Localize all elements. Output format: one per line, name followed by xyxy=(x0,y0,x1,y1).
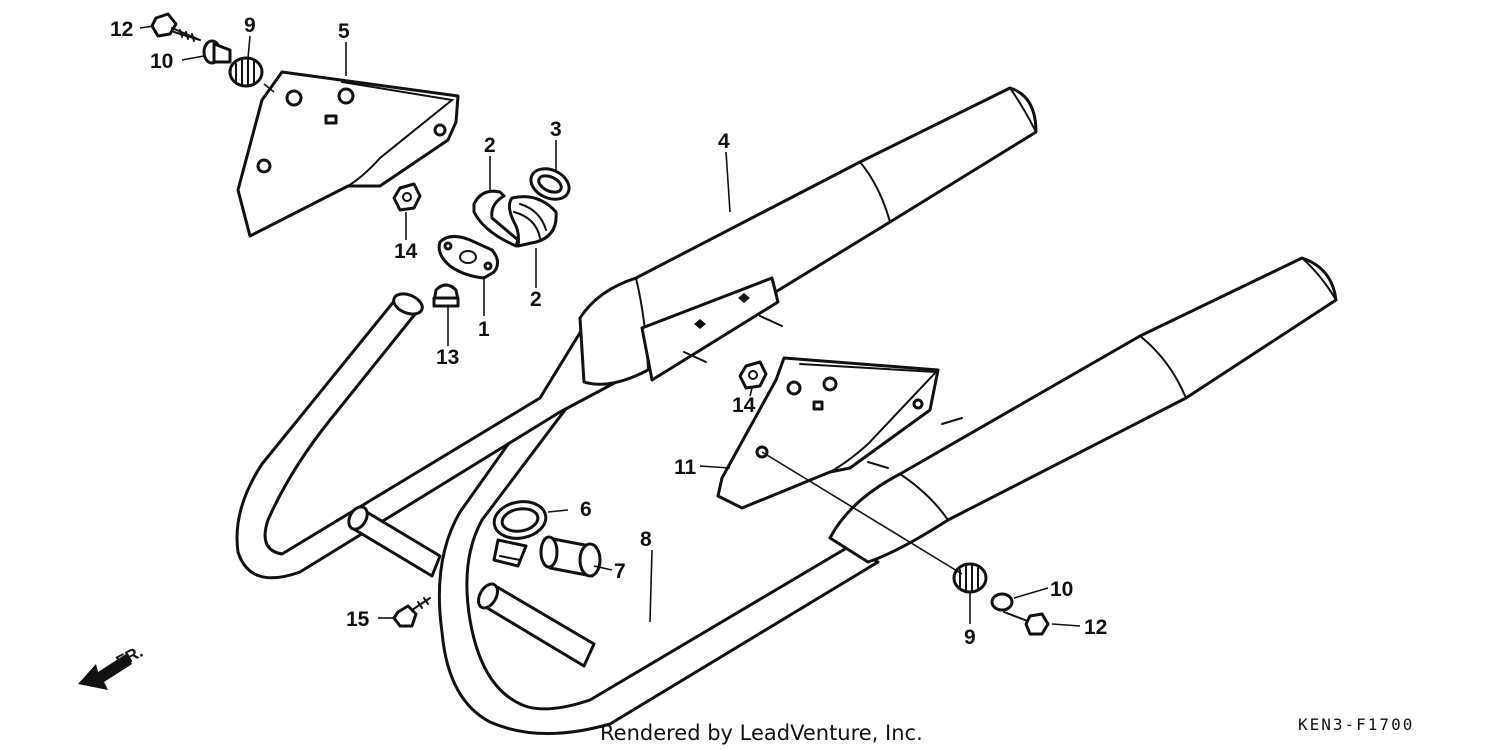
collar-2-lower[interactable] xyxy=(507,195,558,248)
bolt-15[interactable] xyxy=(392,597,431,628)
gasket-1[interactable] xyxy=(437,235,499,280)
callout-14-lower: 14 xyxy=(732,394,756,417)
callout-13: 13 xyxy=(436,346,459,369)
muffler-4-mount-bracket xyxy=(640,276,783,382)
nut-14-upper[interactable] xyxy=(392,182,422,212)
collar-10-lower[interactable] xyxy=(990,592,1014,612)
protector-5[interactable] xyxy=(236,70,460,238)
leader-lines xyxy=(139,25,1081,627)
front-direction-arrow: FR. xyxy=(78,642,146,690)
bolt-12-upper[interactable] xyxy=(150,12,201,42)
collar-2-upper[interactable] xyxy=(472,189,520,248)
callout-10-lower: 10 xyxy=(1050,578,1073,601)
lower-muffler-studs xyxy=(867,417,963,469)
callout-7: 7 xyxy=(614,560,626,583)
callout-4: 4 xyxy=(718,130,730,153)
callout-6: 6 xyxy=(580,498,592,521)
callout-12-lower: 12 xyxy=(1084,616,1107,639)
callout-10-upper: 10 xyxy=(150,50,173,73)
callout-11: 11 xyxy=(674,456,697,479)
callout-1: 1 xyxy=(478,318,490,341)
callout-12-upper: 12 xyxy=(110,18,133,41)
grommet-9-lower[interactable] xyxy=(952,562,988,594)
sleeve-7[interactable] xyxy=(539,535,602,578)
clamp-6[interactable] xyxy=(491,498,548,568)
callout-2-lower: 2 xyxy=(530,288,542,311)
callout-3: 3 xyxy=(550,118,562,141)
cross-pipe xyxy=(347,505,596,668)
callout-2-upper: 2 xyxy=(484,134,496,157)
protector-11[interactable] xyxy=(716,356,940,510)
callout-15: 15 xyxy=(346,608,370,631)
exhaust-pipe-front[interactable] xyxy=(235,290,622,580)
diagram-code: KEN3-F1700 xyxy=(1298,715,1414,734)
callout-8: 8 xyxy=(640,528,652,551)
callout-9-lower: 9 xyxy=(964,626,976,649)
cap-nut-13[interactable] xyxy=(432,283,460,308)
collar-10-upper[interactable] xyxy=(202,39,232,65)
footer-credit: Rendered by LeadVenture, Inc. xyxy=(600,721,923,745)
gasket-3[interactable] xyxy=(526,163,574,205)
callout-5: 5 xyxy=(338,20,350,43)
callout-9-upper: 9 xyxy=(244,14,256,37)
lower-muffler[interactable] xyxy=(828,256,1338,564)
bolt-12-lower[interactable] xyxy=(1003,611,1050,636)
callout-14-upper: 14 xyxy=(394,240,418,263)
grommet-9-upper[interactable] xyxy=(228,56,264,88)
nut-14-lower[interactable] xyxy=(738,360,768,390)
callout-labels: 12 9 5 10 2 3 4 14 2 1 13 14 11 6 8 7 10… xyxy=(110,14,1107,649)
arrow-left-icon xyxy=(78,654,132,690)
